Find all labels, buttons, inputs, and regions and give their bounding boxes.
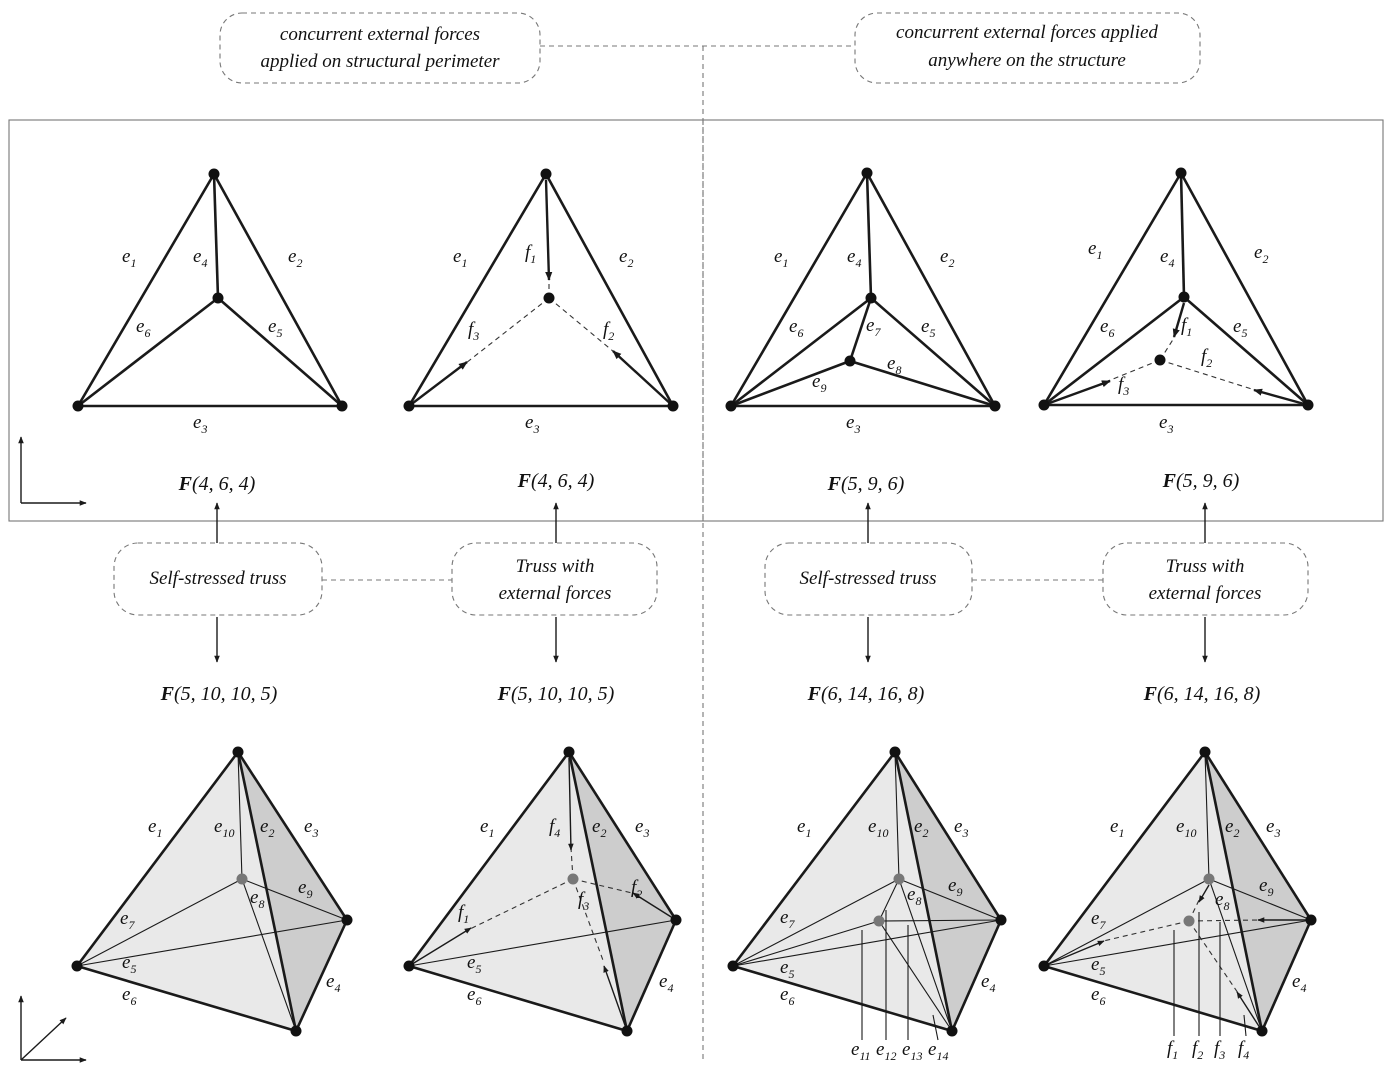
label-f3: f3 <box>468 319 479 343</box>
label-e6: e6 <box>136 316 150 340</box>
panel-frame-2d <box>8 119 1384 522</box>
label-e3: e3 <box>846 412 860 436</box>
label-e1: e1 <box>1110 816 1124 840</box>
label-e1: e1 <box>122 246 136 270</box>
axis-icon-2d <box>18 436 87 506</box>
header-right-line-1: concurrent external forces applied <box>896 22 1158 43</box>
caption-external-1-line-1: Truss with <box>516 556 595 577</box>
panel-2d-1: e1 e2 e3 e4 e5 e6 <box>72 168 348 436</box>
label-f4: f4 <box>1238 1038 1249 1062</box>
label-e4: e4 <box>981 971 995 995</box>
formula-top-2: F(4, 6, 4) <box>517 470 595 492</box>
label-e1: e1 <box>797 816 811 840</box>
caption-external-2-line-1: Truss with <box>1166 556 1245 577</box>
formula-bottom-4: F(6, 14, 16, 8) <box>1143 683 1261 705</box>
label-f3: f3 <box>1214 1038 1225 1062</box>
formula-top-4: F(5, 9, 6) <box>1162 470 1240 492</box>
panel-2d-4: e1 e2 e3 e4 e5 e6 f1 f2 f3 <box>1038 167 1314 436</box>
label-e1: e1 <box>453 246 467 270</box>
label-f1: f1 <box>1181 315 1192 339</box>
label-e1: e1 <box>1088 238 1102 262</box>
header-right-line-2: anywhere on the structure <box>928 50 1126 71</box>
label-e2: e2 <box>619 246 633 270</box>
formula-top-1: F(4, 6, 4) <box>178 473 256 495</box>
label-e8: e8 <box>887 353 901 377</box>
label-f2: f2 <box>631 877 642 901</box>
header-left-line-2: applied on structural perimeter <box>260 51 500 72</box>
panel-2d-3: e1 e2 e3 e4 e5 e6 e7 e8 e9 <box>725 167 1001 436</box>
label-e5: e5 <box>268 316 282 340</box>
formula-bottom-1: F(5, 10, 10, 5) <box>160 683 278 705</box>
caption-self-stressed-2: Self-stressed truss <box>799 568 936 589</box>
label-e1: e1 <box>148 816 162 840</box>
axis-icon-3d <box>18 995 87 1063</box>
header-left-line-1: concurrent external forces <box>280 24 480 45</box>
label-e4: e4 <box>847 246 861 270</box>
label-e4: e4 <box>1160 246 1174 270</box>
caption-external-2-line-2: external forces <box>1149 583 1262 604</box>
label-e6: e6 <box>122 984 136 1008</box>
label-e6: e6 <box>1091 984 1105 1008</box>
label-e6: e6 <box>780 984 794 1008</box>
panel-2d-2: e1 e2 e3 f1 f2 f3 <box>403 168 679 436</box>
panel-3d-2: e1 f4 e2 e3 f2 f3 f1 e5 e6 e4 <box>403 746 682 1037</box>
label-e4: e4 <box>659 971 673 995</box>
label-e3: e3 <box>304 816 318 840</box>
label-f4: f4 <box>549 816 560 840</box>
caption-self-stressed-1: Self-stressed truss <box>149 568 286 589</box>
caption-external-1-line-2: external forces <box>499 583 612 604</box>
label-e14: e14 <box>928 1039 948 1063</box>
caption-box-4: Truss with external forces <box>1102 542 1309 616</box>
label-e4: e4 <box>326 971 340 995</box>
formula-top-3: F(5, 9, 6) <box>827 473 905 495</box>
formula-bottom-3: F(6, 14, 16, 8) <box>807 683 925 705</box>
label-e2: e2 <box>1254 242 1268 266</box>
panel-3d-4: e1 e10 e2 e3 e9 e8 e7 e5 e6 e4 f1 f2 f3 … <box>1038 746 1317 1062</box>
label-e3: e3 <box>525 412 539 436</box>
caption-box-3: Self-stressed truss <box>764 542 973 616</box>
label-f3: f3 <box>578 889 589 913</box>
caption-box-2: Truss with external forces <box>451 542 658 616</box>
label-e5: e5 <box>921 316 935 340</box>
label-e1: e1 <box>774 246 788 270</box>
label-f1: f1 <box>458 902 469 926</box>
label-f2: f2 <box>603 319 614 343</box>
label-e6: e6 <box>789 316 803 340</box>
label-e4: e4 <box>193 246 207 270</box>
label-f1: f1 <box>525 242 536 266</box>
label-e2: e2 <box>940 246 954 270</box>
label-e9: e9 <box>812 371 826 395</box>
label-e11: e11 <box>851 1039 871 1063</box>
label-f2: f2 <box>1192 1038 1203 1062</box>
header-box-left: concurrent external forces applied on st… <box>219 12 541 84</box>
label-e4: e4 <box>1292 971 1306 995</box>
caption-box-1: Self-stressed truss <box>113 542 323 616</box>
header-box-right: concurrent external forces applied anywh… <box>854 12 1201 84</box>
label-e7: e7 <box>866 315 881 339</box>
label-e3: e3 <box>1266 816 1280 840</box>
label-e1: e1 <box>480 816 494 840</box>
label-e3: e3 <box>193 412 207 436</box>
flow-arrows <box>214 502 1208 663</box>
label-f3: f3 <box>1118 374 1129 398</box>
label-e3: e3 <box>635 816 649 840</box>
label-e13: e13 <box>902 1039 922 1063</box>
panel-3d-1: e1 e10 e2 e3 e9 e8 e7 e5 e6 e4 <box>71 746 353 1037</box>
panel-3d-3: e1 e10 e2 e3 e9 e8 e7 e5 e6 e4 e11 e12 e… <box>727 746 1007 1063</box>
label-e5: e5 <box>1233 316 1247 340</box>
formula-bottom-2: F(5, 10, 10, 5) <box>497 683 615 705</box>
label-e6: e6 <box>1100 316 1114 340</box>
label-e3: e3 <box>954 816 968 840</box>
label-e2: e2 <box>288 246 302 270</box>
label-f1: f1 <box>1167 1038 1178 1062</box>
label-e3: e3 <box>1159 412 1173 436</box>
label-f2: f2 <box>1201 346 1212 370</box>
label-e12: e12 <box>876 1039 896 1063</box>
